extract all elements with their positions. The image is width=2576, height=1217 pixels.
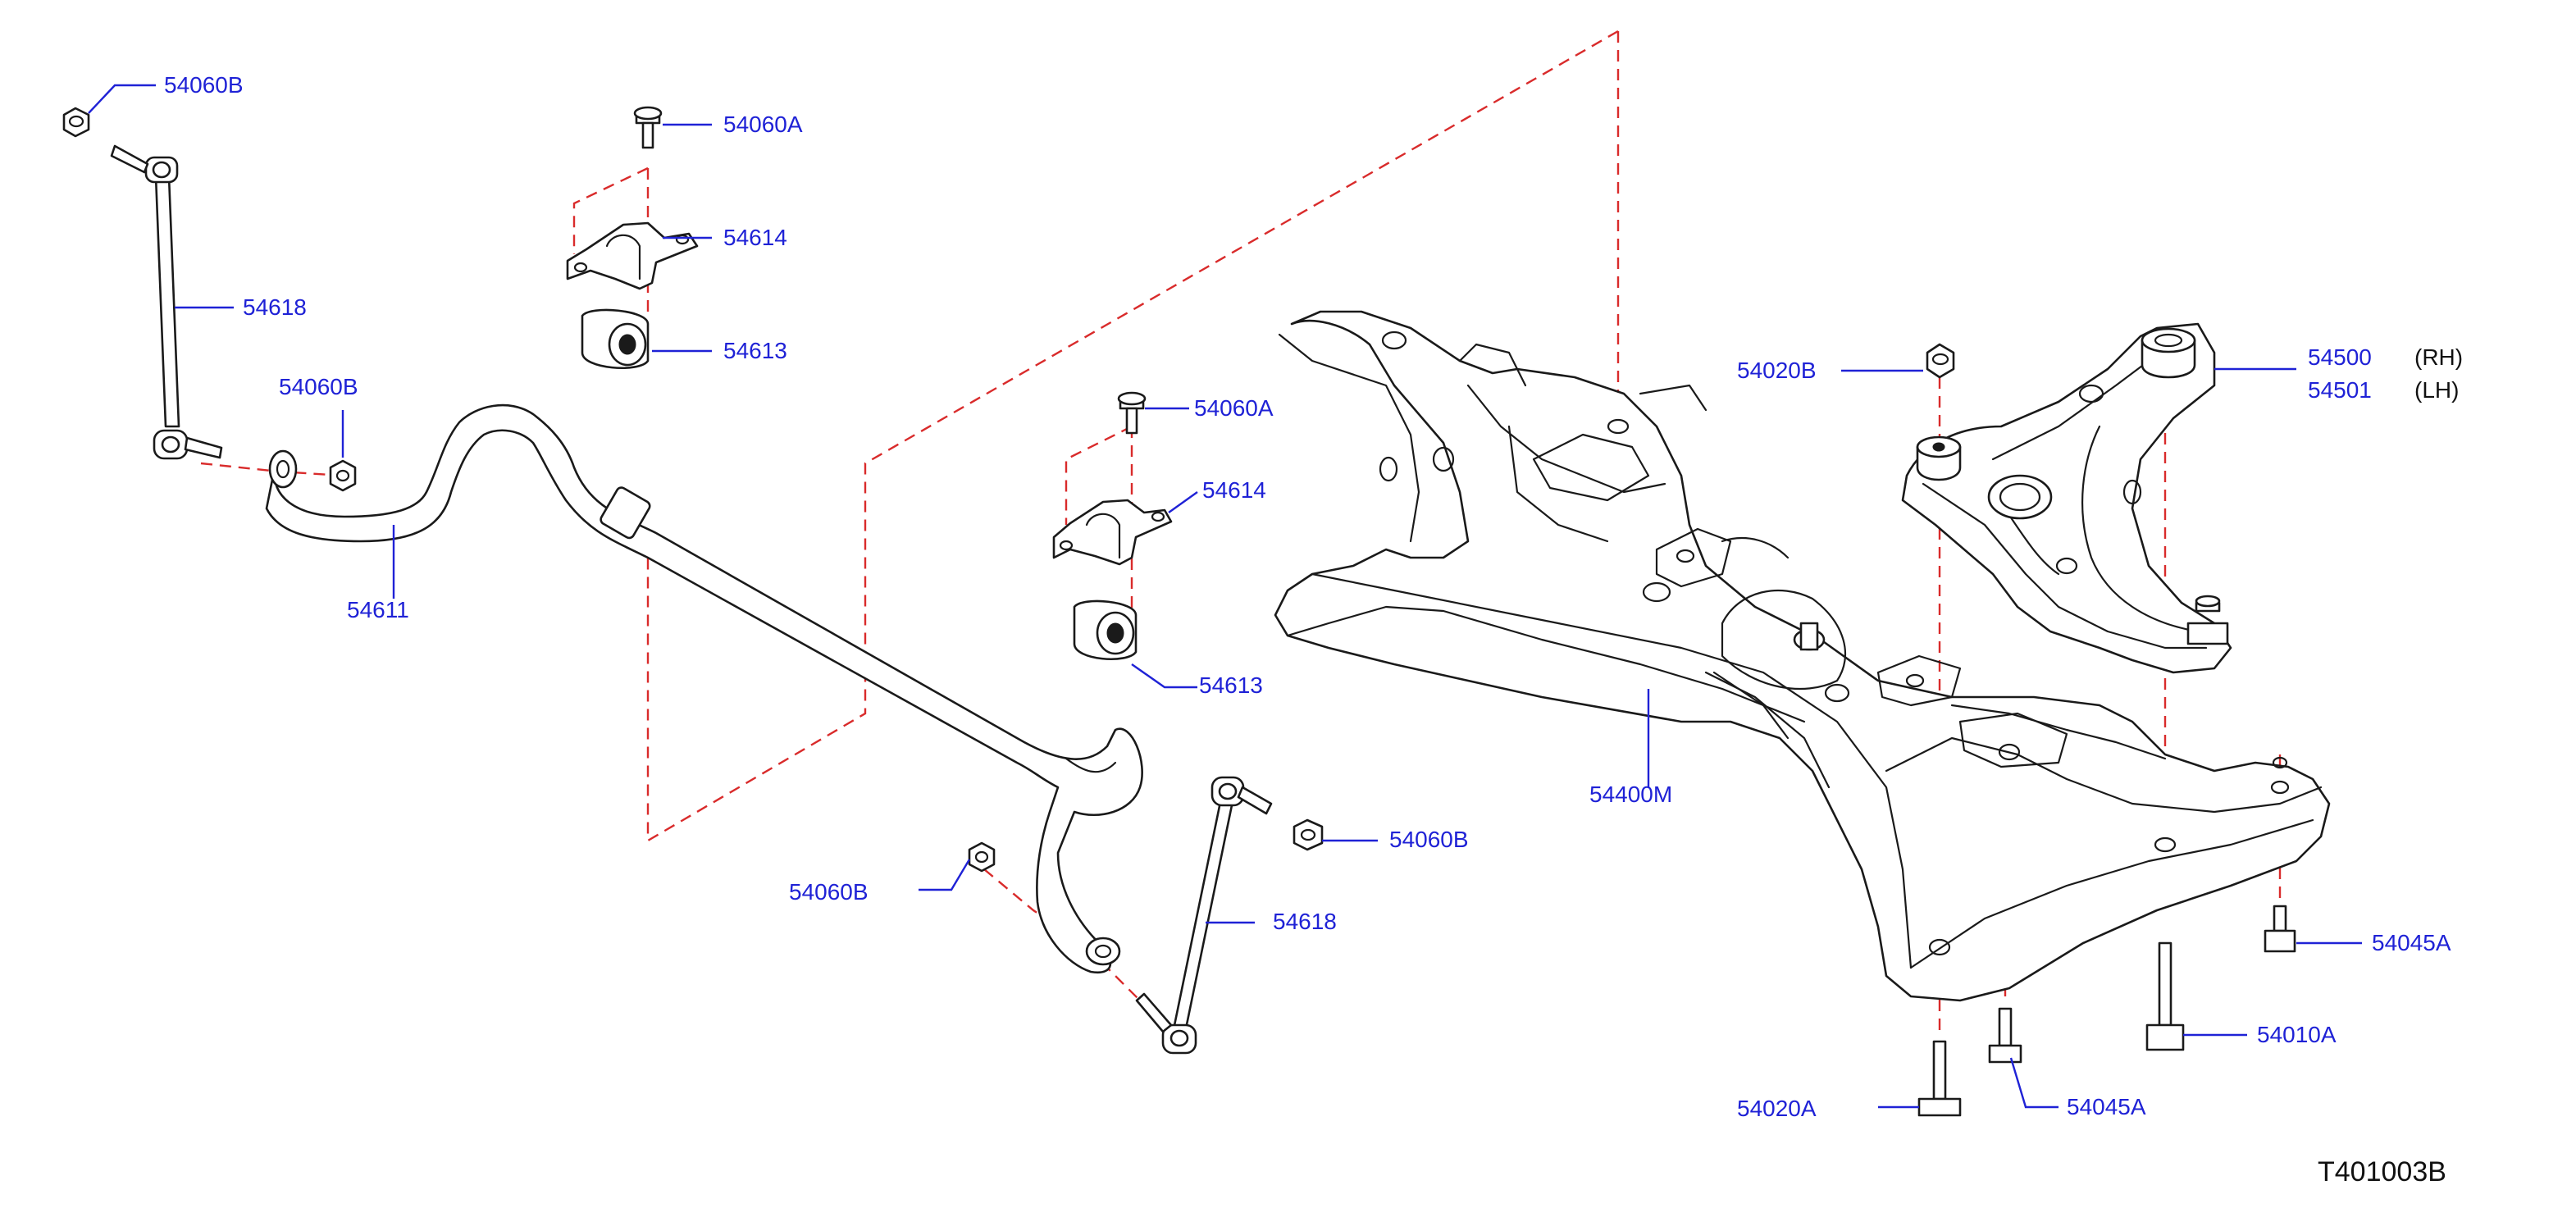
label-crossmember: 54400M [1589,782,1673,807]
label-side-rh: (RH) [2414,344,2464,370]
label-bolt-front-right: 54045A [2372,930,2451,955]
label-link-upper-nut: 54060B [164,72,244,98]
label-bushing-left: 54613 [723,338,787,363]
label-link-left: 54618 [243,294,307,320]
label-bracket-bolt-left: 54060A [723,112,803,137]
label-bolt-rear: 54010A [2257,1022,2337,1047]
bushing-clamp-left [566,221,699,369]
fasteners [62,106,2296,1117]
label-clamp-right: 54614 [1202,477,1266,503]
callout-leaders [88,84,2362,1109]
stabilizer-link-right [1135,776,1273,1055]
label-bolt-front-center: 54045A [2067,1094,2146,1119]
front-suspension-crossmember [1274,310,2331,1002]
label-stabilizer-bar: 54611 [347,597,409,622]
bushing-clamp-right [1052,499,1173,660]
label-clamp-left: 54614 [723,225,787,250]
label-bracket-bolt-right: 54060A [1194,395,1274,421]
stabilizer-link-left [110,144,223,460]
illustration-code: T401003B [2318,1156,2446,1187]
label-arm-bolt: 54020A [1737,1096,1817,1121]
label-arm-nut: 54020B [1737,358,1817,383]
label-arm-lh: 54501 [2308,377,2372,403]
label-link-nut-right: 54060B [1389,827,1469,852]
label-bushing-right: 54613 [1199,672,1263,698]
label-link-lower-nut-left: 54060B [279,374,358,399]
label-link-nut-center: 54060B [789,879,869,905]
transverse-link [1901,322,2232,674]
stabilizer-bar [265,403,1143,974]
label-arm-rh: 54500 [2308,344,2372,370]
label-link-right: 54618 [1273,909,1337,934]
label-side-lh: (LH) [2414,377,2460,403]
